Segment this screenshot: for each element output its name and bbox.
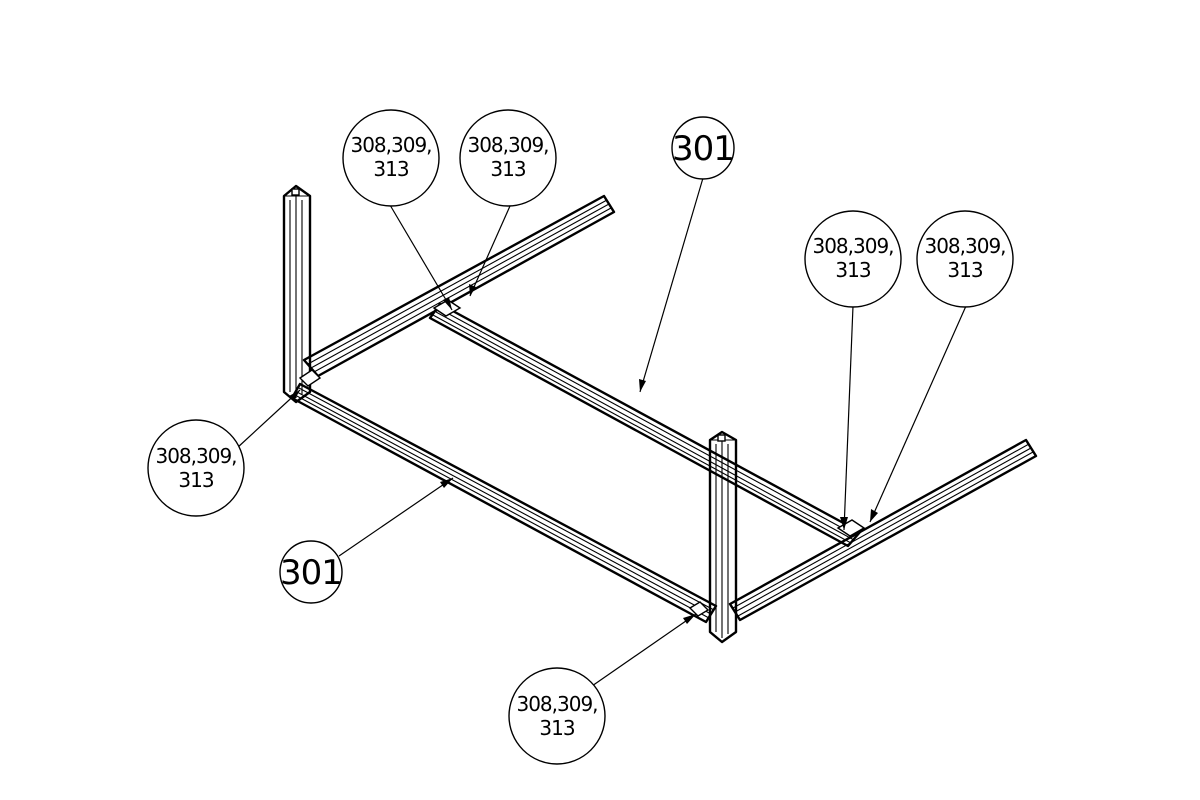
callout-label-line-2: 313 (539, 716, 574, 740)
callout-left-post-joint: 308,309, 313 (147, 419, 245, 517)
callout-right-joint-right: 308,309, 313 (916, 210, 1014, 308)
left-post (282, 184, 312, 404)
leader-lines (236, 177, 967, 687)
right-lower-rail (728, 438, 1038, 622)
callout-top-left-joint-right: 308,309, 313 (459, 109, 557, 207)
callout-label-line-2: 313 (835, 258, 870, 282)
left-upper-rail (302, 194, 616, 378)
bottom-joint-bracket (688, 601, 710, 617)
callout-part-number: 301 (280, 553, 342, 593)
callout-right-joint-left: 308,309, 313 (804, 210, 902, 308)
callout-label-line-1: 308,309, (516, 692, 597, 716)
top-left-joint-bracket (432, 299, 462, 317)
callout-label-line-2: 313 (373, 157, 408, 181)
callout-label-line-1: 308,309, (812, 234, 893, 258)
callout-label-line-1: 308,309, (350, 133, 431, 157)
callout-label-line-1: 308,309, (924, 234, 1005, 258)
callout-bottom-joint: 308,309, 313 (508, 667, 606, 765)
left-post-joint-bracket (298, 369, 322, 387)
callout-label-line-2: 313 (490, 157, 525, 181)
callout-front-rail: 301 (279, 540, 343, 604)
rear-rail (428, 302, 862, 548)
callout-top-left-joint-left: 308,309, 313 (342, 109, 440, 207)
callout-rear-rail: 301 (671, 116, 735, 180)
callout-label-line-1: 308,309, (467, 133, 548, 157)
callout-part-number: 301 (672, 129, 734, 169)
right-joint-bracket (836, 519, 866, 537)
callout-label-line-1: 308,309, (155, 444, 236, 468)
callout-label-line-2: 313 (178, 468, 213, 492)
bottom-post (708, 430, 738, 644)
frame-structure (282, 184, 1038, 644)
callout-label-line-2: 313 (947, 258, 982, 282)
